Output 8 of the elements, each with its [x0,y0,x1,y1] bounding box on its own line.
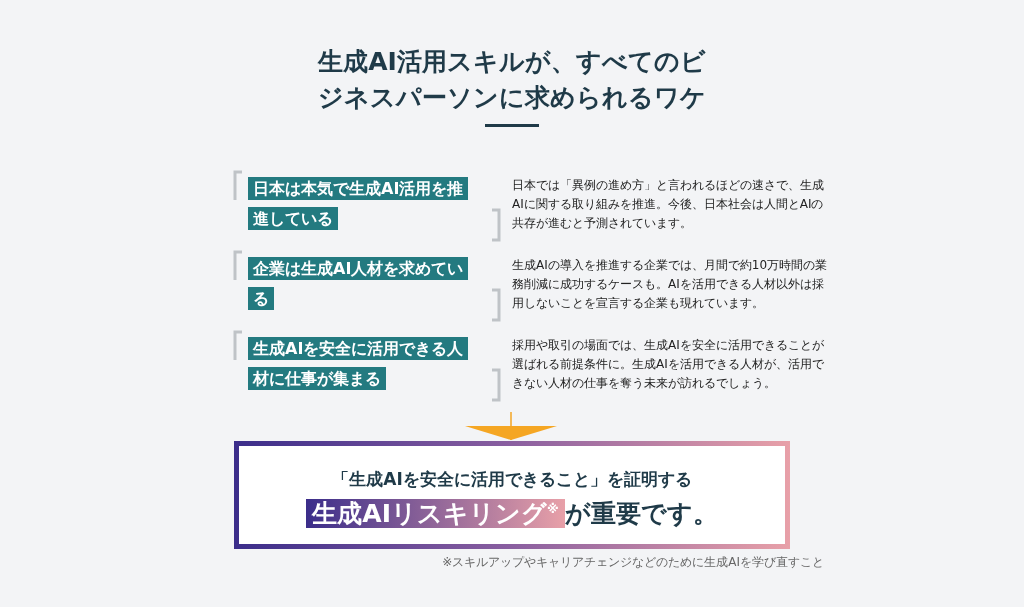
down-arrow [465,411,557,441]
description-text: 日本では「異例の進め方」と言われるほどの速さで、生成AIに関する取り組みを推進。今後、日本社会は人間とAIの共存が進むと予測されています。 [512,177,825,232]
title-text: 生成AI活用スキルが、すべてのビジネスパーソンに求められるワケ [316,46,707,114]
conclusion-text: 「生成AIを安全に活用できること」を証明する [332,468,692,491]
highlighted-text: 生成AIリスキリング$^{※}$ [306,499,565,528]
description-text: 採用や取引の場面では、生成AIを安全に活用できることが選ばれる前提条件に。生成AIを活用できる人材が、活用できない人材の仕事を奪う未来が訪れるでしょう。 [512,337,825,392]
conclusion-text: が重要です。 [564,499,718,528]
description-text: 生成AIの導入を推進する企業では、月間で約10万時間の業務削減に成功するケースも。AIを活用できる人材以外は採用しないことを宣言する企業も現れています。 [512,257,829,312]
